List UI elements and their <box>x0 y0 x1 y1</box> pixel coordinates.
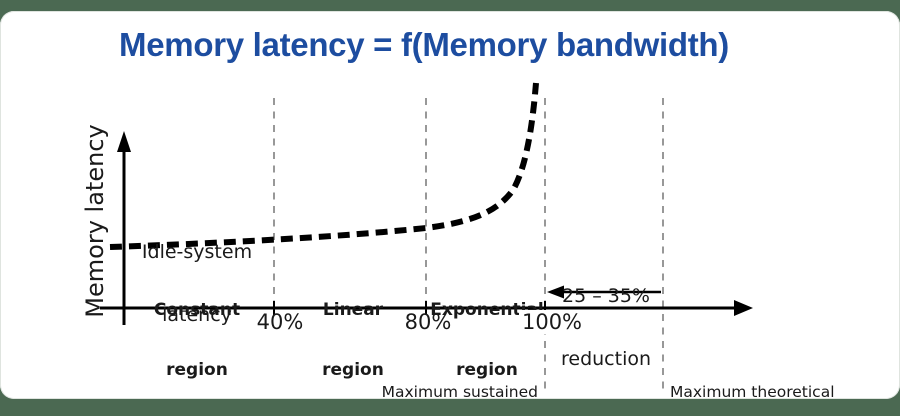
exponential-region-line2: region <box>456 360 518 380</box>
idle-latency-line2: latency <box>162 304 232 326</box>
exponential-region-line1: Exponential <box>430 300 544 320</box>
x-tick-label-40: 40% <box>256 310 304 334</box>
constant-region-label: Constant region <box>154 260 240 416</box>
linear-region-line2: region <box>322 360 384 380</box>
linear-region-label: Linear region <box>322 260 384 416</box>
y-axis-arrowhead <box>117 131 131 152</box>
chart-panel <box>0 11 900 399</box>
reduction-annotation: 25 – 35% reduction <box>561 244 651 412</box>
max-sustained-line1: Maximum sustained <box>381 383 538 401</box>
idle-latency-annotation: Idle-system latency <box>142 200 252 368</box>
linear-region-line1: Linear <box>322 300 384 320</box>
constant-region-line1: Constant <box>153 300 241 320</box>
exponential-region-label: Exponential region <box>430 260 543 416</box>
reduction-line1: 25 – 35% <box>562 285 650 307</box>
max-sustained-label: Maximum sustained bandwidth <box>382 344 538 416</box>
x-axis-arrowhead <box>734 300 753 316</box>
reduction-line2: reduction <box>560 348 652 370</box>
reduction-arrowhead <box>547 285 564 299</box>
chart-title: Memory latency = f(Memory bandwidth) <box>119 26 729 63</box>
max-theoretical-label: Maximum theoretical bandwidth <box>670 344 835 416</box>
idle-latency-line1: Idle-system <box>141 241 253 263</box>
max-theoretical-line1: Maximum theoretical <box>670 383 835 401</box>
x-tick-label-100: 100% <box>518 310 586 334</box>
constant-region-line2: region <box>166 360 228 380</box>
x-tick-label-80: 80% <box>404 310 452 334</box>
y-axis-label: Memory latency <box>81 124 109 318</box>
